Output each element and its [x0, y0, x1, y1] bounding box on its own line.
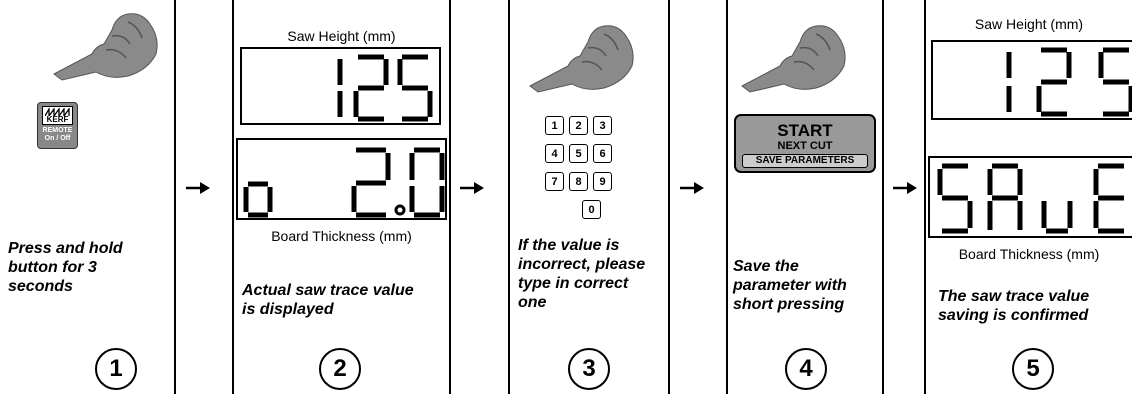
- caption-line: is displayed: [242, 301, 334, 318]
- saw-teeth-icon: [45, 108, 70, 116]
- finger-press-icon: [53, 13, 158, 81]
- step-number-1: 1: [95, 348, 137, 390]
- caption-step-1: Press and hold button for 3 seconds: [8, 239, 123, 296]
- kerf-remote-button[interactable]: KERF REMOTE On / Off: [37, 102, 78, 149]
- key-2[interactable]: 2: [569, 116, 588, 135]
- caption-line: incorrect, please: [518, 256, 646, 273]
- step-number-3: 3: [568, 348, 610, 390]
- caption-line: If the value is: [518, 237, 620, 254]
- panel-step-1: [0, 0, 176, 394]
- arrow-right-icon: [893, 182, 917, 194]
- finger-press-icon: [741, 25, 846, 93]
- caption-line: Actual saw trace value: [242, 282, 414, 299]
- seven-seg-o-2-0: [243, 147, 445, 218]
- caption-line: saving is confirmed: [938, 307, 1089, 324]
- panel-step-3: [508, 0, 670, 394]
- arrow-right-icon: [680, 182, 704, 194]
- caption-line: parameter with: [733, 277, 847, 294]
- board-thickness-display: [236, 138, 447, 220]
- seven-seg-125: [1006, 47, 1132, 117]
- next-cut-label: NEXT CUT: [777, 140, 833, 152]
- caption-step-4: Save the parameter with short pressing: [733, 257, 847, 314]
- remote-label: REMOTE On / Off: [41, 127, 74, 143]
- arrow-right-icon: [460, 182, 484, 194]
- start-label: START: [777, 121, 833, 140]
- caption-line: Press and hold: [8, 240, 123, 257]
- saw-height-label: Saw Height (mm): [287, 28, 396, 44]
- key-0[interactable]: 0: [582, 200, 601, 219]
- caption-line: one: [518, 294, 547, 311]
- board-thickness-display: [928, 156, 1132, 238]
- caption-line: button for 3: [8, 259, 97, 276]
- caption-line: The saw trace value: [938, 288, 1090, 305]
- key-1[interactable]: 1: [545, 116, 564, 135]
- seven-seg-125: [337, 54, 433, 122]
- caption-step-5: The saw trace value saving is confirmed: [938, 287, 1089, 325]
- key-4[interactable]: 4: [545, 144, 564, 163]
- kerf-label: KERF: [46, 115, 69, 124]
- seven-seg-save: [937, 163, 1124, 234]
- remote-text: REMOTE: [42, 127, 73, 134]
- panel-step-2: [232, 0, 451, 394]
- key-5[interactable]: 5: [569, 144, 588, 163]
- caption-line: type in correct: [518, 275, 629, 292]
- caption-step-3: If the value is incorrect, please type i…: [518, 236, 645, 312]
- start-next-cut-button[interactable]: START NEXT CUT SAVE PARAMETERS: [734, 114, 876, 173]
- caption-line: Save the: [733, 258, 799, 275]
- caption-step-2: Actual saw trace value is displayed: [242, 281, 414, 319]
- board-thickness-label: Board Thickness (mm): [271, 228, 412, 244]
- step-number-5: 5: [1012, 348, 1054, 390]
- saw-height-label: Saw Height (mm): [974, 16, 1084, 32]
- step-number-2: 2: [319, 348, 361, 390]
- key-9[interactable]: 9: [593, 172, 612, 191]
- arrow-right-icon: [186, 182, 210, 194]
- caption-line: short pressing: [733, 296, 845, 313]
- caption-line: seconds: [8, 278, 73, 295]
- key-6[interactable]: 6: [593, 144, 612, 163]
- kerf-top-plate: KERF: [42, 106, 73, 125]
- save-parameters-label: SAVE PARAMETERS: [742, 154, 868, 168]
- panel-step-4: [726, 0, 884, 394]
- board-thickness-label: Board Thickness (mm): [958, 246, 1100, 262]
- key-3[interactable]: 3: [593, 116, 612, 135]
- panel-step-5: [924, 0, 1132, 394]
- key-7[interactable]: 7: [545, 172, 564, 191]
- finger-press-icon: [529, 25, 634, 93]
- onoff-text: On / Off: [44, 135, 71, 142]
- key-8[interactable]: 8: [569, 172, 588, 191]
- saw-height-display: [240, 47, 441, 125]
- saw-height-display: [931, 40, 1132, 120]
- step-number-4: 4: [785, 348, 827, 390]
